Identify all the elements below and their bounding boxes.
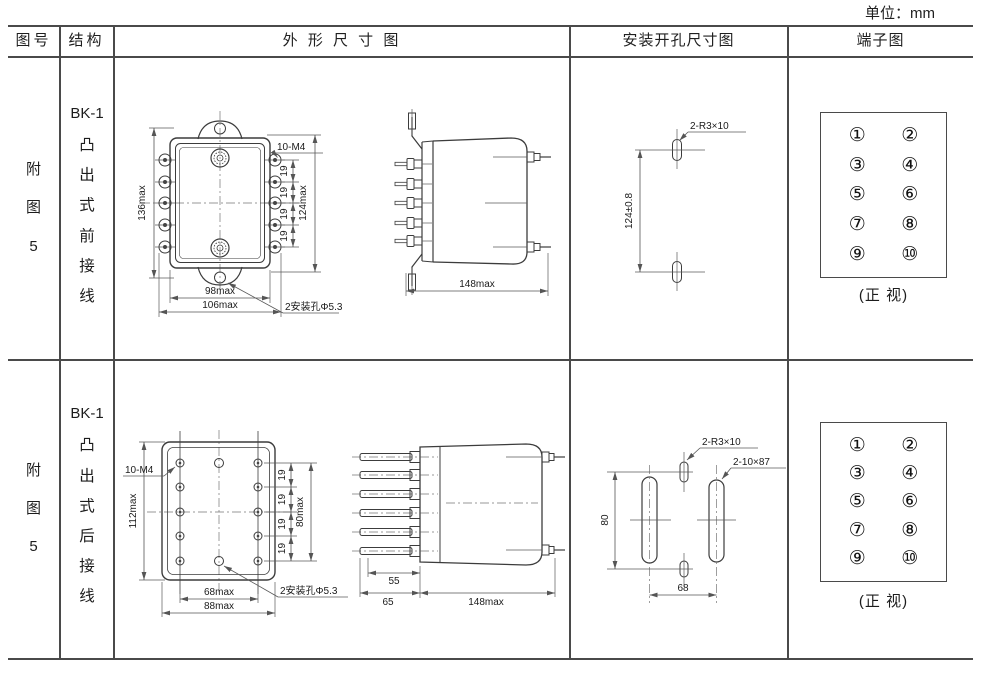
seal-screws xyxy=(210,148,230,258)
rear-terminal-studs xyxy=(352,451,438,557)
dim-depth: 148max xyxy=(468,597,504,608)
table-header-divider xyxy=(8,56,973,58)
row1-structure-cell: BK-1 凸出式前接线 xyxy=(60,57,114,360)
terminal-8: ⑧ xyxy=(901,519,919,541)
screw-spec-label: 10-M4 xyxy=(125,465,154,476)
mounting-studs xyxy=(493,151,551,253)
row1-side-view-drawing: 148max xyxy=(394,109,551,296)
terminal-10: ⑩ xyxy=(901,243,919,265)
dim-pitch: 19 xyxy=(279,208,290,220)
dim-terminal-span: 124max xyxy=(298,185,309,221)
model-label: BK-1 xyxy=(70,405,104,423)
fig-label-text: 附图5 xyxy=(25,161,41,255)
row1-terminal-caption: (正 视) xyxy=(858,287,909,304)
terminal-6: ⑥ xyxy=(901,184,919,206)
terminal-2: ② xyxy=(901,125,919,147)
terminal-4: ④ xyxy=(901,154,919,176)
structure-type-text: 凸出式后接线 xyxy=(79,437,95,606)
row1-fig-label: 附图5 xyxy=(8,57,59,360)
dim-hole-horizontal-pitch: 68 xyxy=(677,583,689,594)
terminal-10: ⑩ xyxy=(901,548,919,570)
dim-hole-pitch: 124±0.8 xyxy=(624,193,635,230)
dim-pitch: 19 xyxy=(279,187,290,199)
dim-flange-depth: 65 xyxy=(382,597,394,608)
row2-front-view-drawing: 112max 10-M4 19 19 19 19 80max 68max 88m… xyxy=(123,430,348,617)
header-structure: 结构 xyxy=(68,32,105,49)
dim-pitch: 19 xyxy=(279,165,290,177)
dim-overall-height: 112max xyxy=(128,494,139,529)
terminal-9: ⑨ xyxy=(848,548,866,570)
table-border-top xyxy=(8,25,973,27)
header-fig-no: 图号 xyxy=(15,32,52,49)
table-border-bottom xyxy=(8,658,973,660)
screw-spec-label: 10-M4 xyxy=(277,142,306,153)
terminal-1: ① xyxy=(848,125,866,147)
terminal-4: ④ xyxy=(901,463,919,485)
dim-overall-height: 136max xyxy=(137,185,148,221)
row2-terminal-caption: (正 视) xyxy=(858,593,909,610)
dim-pitch: 19 xyxy=(277,518,288,530)
terminal-9: ⑨ xyxy=(848,243,866,265)
dim-hole-vertical-pitch: 80 xyxy=(600,514,611,526)
table-col-divider-2 xyxy=(113,25,115,660)
terminal-2: ② xyxy=(901,434,919,456)
terminal-6: ⑥ xyxy=(901,491,919,513)
terminal-3: ③ xyxy=(848,154,866,176)
slot-spec-label: 2-R3×10 xyxy=(702,437,741,448)
slot-spec-label: 2-R3×10 xyxy=(690,121,729,132)
dim-inner-width: 98max xyxy=(205,286,235,297)
dim-pitch: 19 xyxy=(279,230,290,242)
row1-front-view-drawing: 136max 124max 19 19 19 19 10-M4 98max 10… xyxy=(137,111,343,317)
terminal-holes xyxy=(175,458,263,566)
dim-stud-length: 55 xyxy=(388,576,400,587)
terminal-8: ⑧ xyxy=(901,214,919,236)
mount-hole-label: 2安装孔Φ5.3 xyxy=(280,584,338,597)
terminal-1: ① xyxy=(848,434,866,456)
row2-structure-cell: BK-1 凸出式后接线 xyxy=(60,360,114,658)
mount-hole-label: 2安装孔Φ5.3 xyxy=(285,300,343,313)
dim-inner-width: 68max xyxy=(204,587,234,598)
fig-label-text: 附图5 xyxy=(25,461,41,556)
table-col-divider-4 xyxy=(787,25,789,660)
model-label: BK-1 xyxy=(70,104,104,122)
terminal-7: ⑦ xyxy=(848,214,866,236)
row2-mounting-holes-drawing: 80 68 2-R3×10 2-10×87 xyxy=(600,437,786,603)
table-col-divider-3 xyxy=(569,25,571,660)
row2-terminal-diagram: ① ② ③ ④ ⑤ ⑥ ⑦ ⑧ ⑨ ⑩ xyxy=(820,422,947,582)
mounting-studs xyxy=(506,451,565,556)
terminal-5: ⑤ xyxy=(848,184,866,206)
header-outline: 外 形 尺 寸 图 xyxy=(282,32,402,49)
terminal-3: ③ xyxy=(848,463,866,485)
terminal-5: ⑤ xyxy=(848,491,866,513)
terminal-7: ⑦ xyxy=(848,519,866,541)
row2-side-view-drawing: 55 65 148max xyxy=(352,443,565,608)
dim-overall-width: 88max xyxy=(204,601,234,612)
dim-overall-width: 106max xyxy=(202,300,238,311)
header-terminal: 端子图 xyxy=(856,32,905,49)
row1-mounting-holes-drawing: 124±0.8 2-R3×10 xyxy=(624,121,746,291)
row2-fig-label: 附图5 xyxy=(8,360,59,658)
dim-depth: 148max xyxy=(459,279,495,290)
dim-pitch: 19 xyxy=(277,469,288,481)
dim-pitch: 19 xyxy=(277,494,288,506)
dim-pitch: 19 xyxy=(277,543,288,555)
structure-type-text: 凸出式前接线 xyxy=(79,136,95,305)
header-mounting: 安装开孔尺寸图 xyxy=(622,32,735,49)
dim-terminal-span: 80max xyxy=(295,497,306,527)
side-terminals xyxy=(394,158,432,247)
table-row-divider xyxy=(8,359,973,361)
unit-label: 单位：mm xyxy=(865,5,935,22)
terminal-studs xyxy=(155,153,285,254)
row1-terminal-diagram: ① ② ③ ④ ⑤ ⑥ ⑦ ⑧ ⑨ ⑩ xyxy=(820,112,947,278)
table-col-divider-1 xyxy=(59,25,61,660)
long-slot-spec-label: 2-10×87 xyxy=(733,457,770,468)
